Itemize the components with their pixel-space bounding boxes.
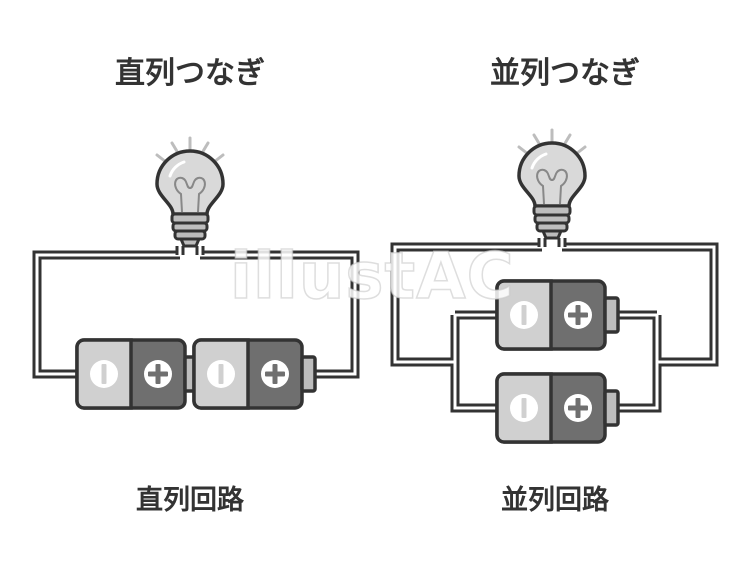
watermark: illustAC [229,239,515,315]
series-title: 直列つなぎ [115,56,265,91]
parallel-caption: 並列回路 [501,485,609,516]
parallel-battery-icon-2 [495,372,620,444]
series-battery-icon-2 [192,338,317,410]
series-wires [32,246,360,379]
parallel-battery-icon-1 [495,279,620,351]
series-battery-icon-1 [75,338,200,410]
series-caption: 直列回路 [136,485,244,516]
series-light-bulb-icon [155,136,225,248]
parallel-wires [390,238,719,413]
parallel-light-bulb-icon [517,128,587,240]
parallel-title: 並列つなぎ [490,56,640,91]
